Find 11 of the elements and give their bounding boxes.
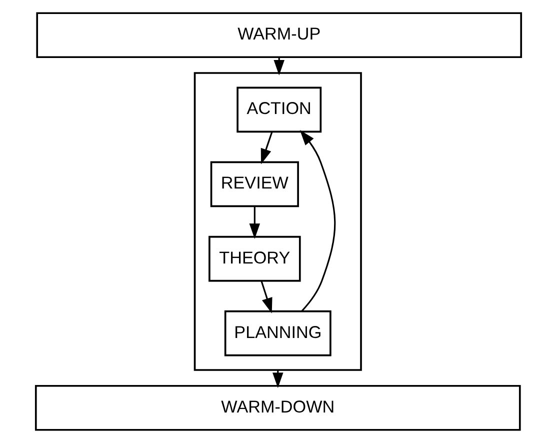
node-box: THEORY <box>208 236 300 282</box>
node-box: REVIEW <box>210 161 298 208</box>
arrow <box>248 206 260 239</box>
arrow <box>260 132 272 164</box>
node-box: ACTION <box>236 86 322 133</box>
cluster <box>193 72 362 371</box>
arrow <box>299 130 336 312</box>
node-box: PLANNING <box>224 310 331 356</box>
arrow <box>260 280 272 314</box>
node-box: WARM-UP <box>36 12 522 58</box>
node-box: WARM-DOWN <box>34 384 520 431</box>
